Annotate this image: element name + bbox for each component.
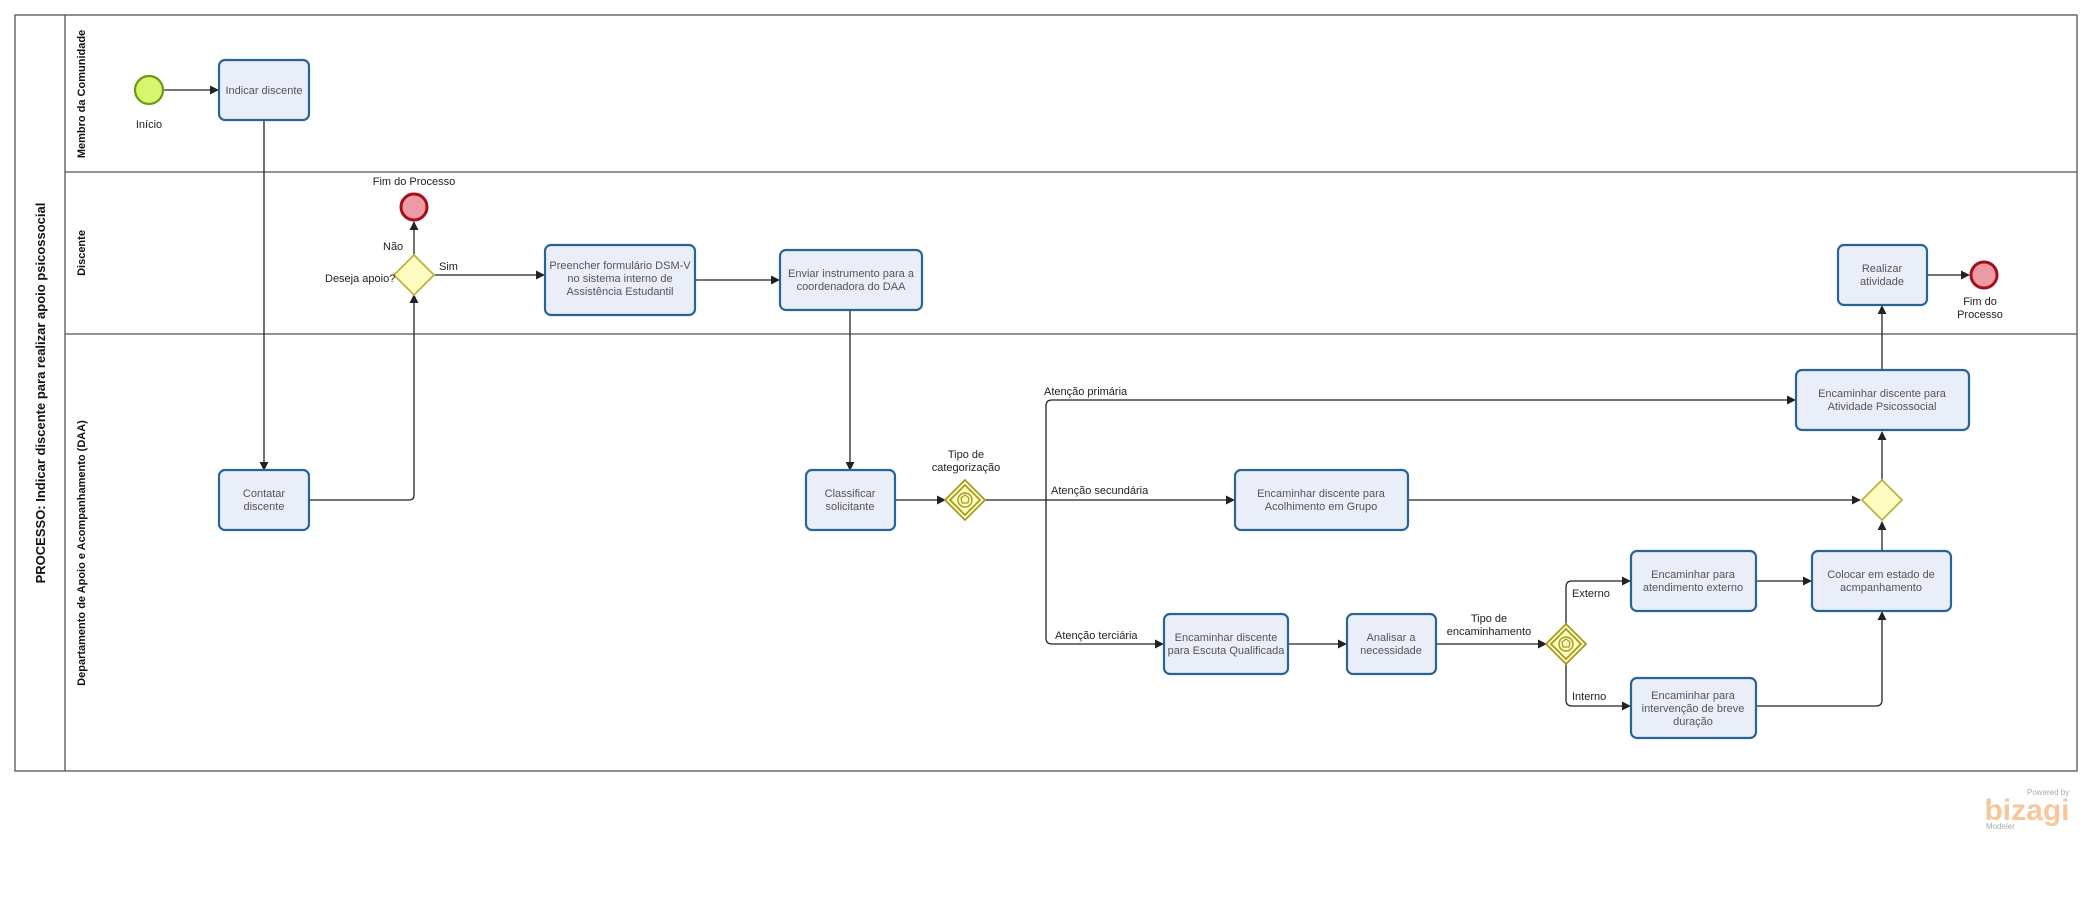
flow-label-secundaria: Atenção secundária <box>1051 485 1149 497</box>
flow-label-nao: Não <box>383 241 403 253</box>
task-indicar-discente[interactable]: Indicar discente <box>217 58 311 122</box>
flow-label-sim: Sim <box>439 261 458 273</box>
lane-title-discente: Discente <box>76 230 88 276</box>
flow-primaria <box>1045 395 1796 500</box>
gateway-deseja-apoio-label: Deseja apoio? <box>325 273 395 285</box>
flow-label-primaria: Atenção primária <box>1044 386 1128 398</box>
flow-label-externo: Externo <box>1572 588 1610 600</box>
bizagi-branding: Powered by bizagi Modeler <box>1984 788 2069 831</box>
sequence-flows <box>164 85 1970 711</box>
modeler-label: Modeler <box>1986 822 2015 831</box>
flow-externo <box>1565 576 1631 624</box>
flow-contatar-gateway <box>309 294 419 501</box>
flow-interno <box>1565 664 1631 711</box>
lane-title-daa: Departamento de Apoio e Acompanhamento (… <box>76 420 88 686</box>
bizagi-logo: bizagi <box>1984 794 2069 827</box>
lane-title-membro: Membro da Comunidade <box>76 30 88 158</box>
powered-by-label: Powered by <box>2027 788 2069 797</box>
pool-title: PROCESSO: Indicar discente para realizar… <box>33 203 48 584</box>
flow-label-interno: Interno <box>1572 691 1606 703</box>
start-event[interactable] <box>133 74 165 106</box>
flow-interv-colocar <box>1756 611 1887 707</box>
flow-label-terciaria: Atenção terciária <box>1055 630 1138 642</box>
gateway-tipo-categorizacao[interactable] <box>943 478 987 522</box>
pool: PROCESSO: Indicar discente para realizar… <box>14 14 2078 772</box>
end-event-1[interactable] <box>399 192 429 222</box>
start-event-label: Início <box>136 119 162 131</box>
svg-text:Indicar discente: Indicar discente <box>225 85 302 97</box>
gateway-tipo-encaminhamento[interactable] <box>1544 622 1588 666</box>
flow-terciaria <box>1045 500 1164 649</box>
end-event-1-label: Fim do Processo <box>373 176 456 188</box>
gateway-deseja-apoio[interactable] <box>392 253 436 297</box>
end-event-2[interactable] <box>1969 260 1999 290</box>
svg-text:Preencher formulário DSM-Vno s: Preencher formulário DSM-Vno sistema int… <box>549 260 691 298</box>
gateway-merge[interactable] <box>1860 478 1904 522</box>
